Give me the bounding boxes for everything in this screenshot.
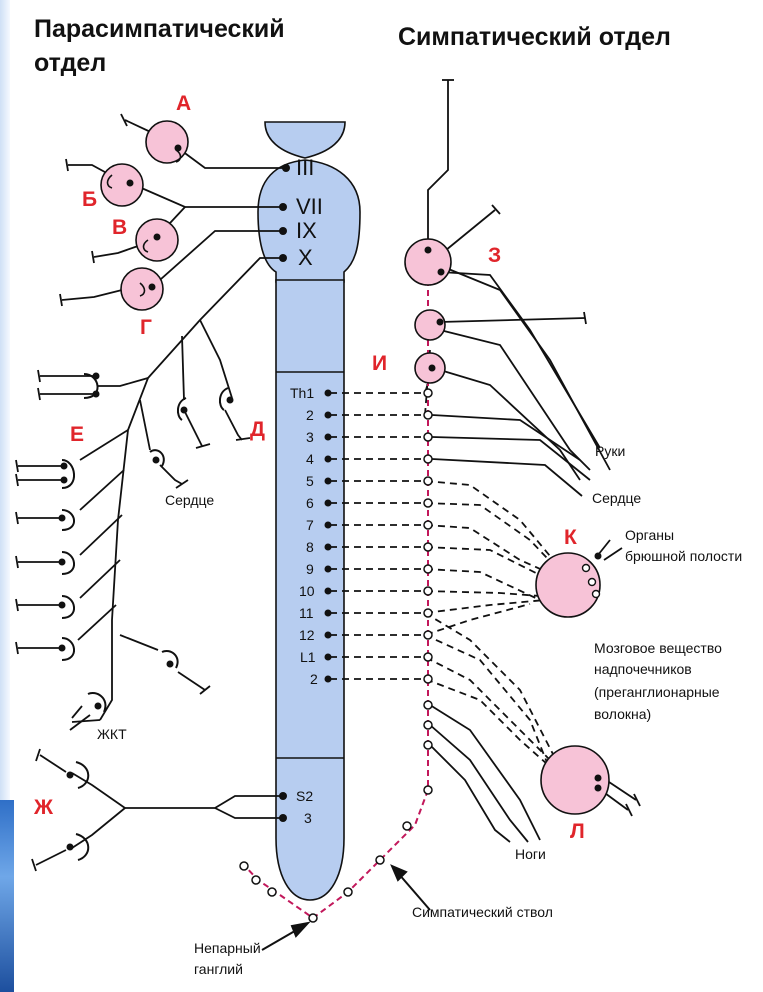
adrenal-label-line4: волокна) — [594, 706, 651, 723]
arms-label: Руки — [595, 443, 625, 460]
spinal-segment-label: 5 — [306, 473, 314, 489]
label-b: Б — [82, 188, 97, 212]
label-a: А — [176, 92, 191, 116]
cranial-nerve-label: X — [298, 245, 313, 271]
spinal-segment-label: 2 — [310, 671, 318, 687]
adrenal-label: Мозговое вещество — [594, 640, 722, 657]
spinal-segment-label: 9 — [306, 561, 314, 577]
symp-trunk-label: Симпатический ствол — [412, 904, 553, 921]
heart-label-right: Сердце — [592, 490, 641, 507]
adrenal-label-line3: (преганглионарные — [594, 684, 720, 701]
cranial-nerve-label: VII — [296, 194, 323, 220]
spinal-segment-label: 3 — [306, 429, 314, 445]
spinal-segment-label: 11 — [299, 605, 314, 621]
sympathetic-title: Симпатический отдел — [398, 22, 671, 52]
adrenal-label-line2: надпочечников — [594, 661, 692, 678]
label-zh: Ж — [34, 796, 53, 820]
label-i: И — [372, 352, 387, 376]
abdominal-label: Органы — [625, 527, 674, 544]
spinal-segment-label: 2 — [306, 407, 314, 423]
unpaired-ganglion-label: Непарный — [194, 940, 261, 957]
sympathetic-ganglia-dots — [425, 247, 602, 792]
label-v: В — [112, 216, 127, 240]
unpaired-ganglion-label-line2: ганглий — [194, 961, 243, 978]
spinal-segment-label: Th1 — [290, 385, 314, 401]
label-z: З — [488, 244, 501, 268]
gi-tract-label: ЖКТ — [97, 726, 127, 743]
cranial-nerve-label: III — [296, 155, 314, 181]
spinal-segment-label: 4 — [306, 451, 314, 467]
label-e: Е — [70, 423, 84, 447]
spinal-segment-label: 7 — [306, 517, 314, 533]
legs-label: Ноги — [515, 846, 546, 863]
parasympathetic-title: Парасимпатический — [34, 14, 285, 44]
spinal-segment-label: L1 — [300, 649, 316, 665]
label-k: К — [564, 526, 577, 550]
heart-label-left: Сердце — [165, 492, 214, 509]
cranial-nerve-label: IX — [296, 218, 317, 244]
spinal-segment-label: 6 — [306, 495, 314, 511]
spinal-segment-label: 10 — [299, 583, 315, 599]
abdominal-label-line2: брюшной полости — [625, 548, 742, 565]
label-d: Д — [250, 418, 265, 442]
spinal-segment-label: 8 — [306, 539, 314, 555]
parasympathetic-title-line2: отдел — [34, 48, 106, 78]
sacral-segment-label: S2 — [296, 788, 313, 804]
sacral-segment-label: 3 — [304, 810, 312, 826]
spinal-segment-label: 12 — [299, 627, 315, 643]
label-g: Г — [140, 316, 152, 340]
label-l: Л — [570, 820, 585, 844]
